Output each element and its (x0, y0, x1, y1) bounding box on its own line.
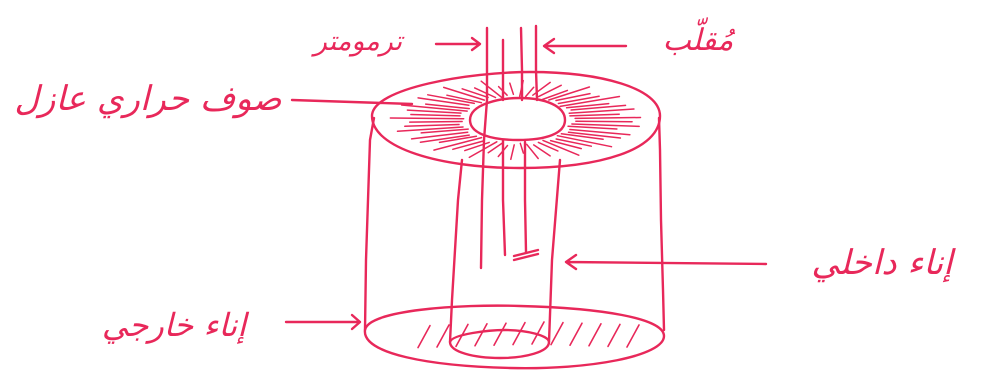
wool-hatch-stroke (558, 96, 599, 103)
thermometer-inner-line (503, 140, 505, 255)
stirrer-pointer-arrow (544, 39, 626, 53)
thermometer-pointer-arrow (436, 38, 480, 50)
wool-hatch-stroke (576, 121, 632, 122)
bottom-hatch-stroke (608, 324, 620, 346)
wool-hatch-stroke (465, 142, 489, 150)
bottom-hatch-stroke (551, 323, 563, 345)
thermometer-label: ترمومتر (311, 26, 405, 57)
wool-hatch-stroke (407, 110, 461, 113)
stirrer-lower-rod (525, 142, 526, 252)
outer-vessel-pointer-arrow (286, 315, 360, 329)
bottom-hatch-stroke (589, 324, 601, 346)
outer-vessel-label: إناء خارجي (102, 306, 249, 344)
bottom-hatch-stroke (475, 324, 487, 346)
inner-vessel-label: إناء داخلي (811, 243, 956, 283)
wool-hatch-stroke (570, 114, 619, 116)
outer-vessel-top-ellipse (372, 72, 660, 168)
stirrer-label: مُقلّب (663, 16, 736, 58)
wool-hatch-stroke (572, 124, 639, 126)
wool-hatch-stroke (511, 145, 514, 159)
outer-vessel-left-wall (365, 118, 374, 330)
wool-hatch-stroke (556, 139, 591, 146)
wool-pointer-line (292, 100, 412, 104)
wool-hatch-stroke (539, 85, 562, 96)
wool-hatch-stroke (412, 132, 468, 139)
wool-hatch-stroke (520, 143, 523, 153)
bottom-hatch-stroke (627, 325, 639, 347)
wool-hatch-stroke (405, 125, 459, 127)
thermometer (481, 28, 505, 268)
bottom-hatch-stroke (570, 323, 582, 345)
inner-vessel-pointer-arrow (566, 255, 766, 269)
bottom-hatch-stroke (494, 323, 506, 345)
wool-hatch-stroke (510, 83, 514, 94)
stirrer-rod-right (536, 26, 537, 100)
insulating-wool-hatching (390, 81, 640, 160)
insulating-wool-label: صوف حراري عازل (14, 79, 281, 119)
bottom-hatch-stroke (418, 326, 430, 348)
outer-vessel-bottom-ellipse (365, 306, 664, 369)
wool-hatch-stroke (568, 126, 617, 129)
bottom-hatch-stroke (513, 323, 525, 345)
outer-vessel (365, 72, 664, 368)
wool-hatch-stroke (390, 118, 463, 119)
outer-vessel-right-wall (659, 118, 664, 330)
wool-hatch-stroke (488, 143, 502, 153)
wool-hatch-stroke (575, 118, 640, 119)
bottom-hatch-stroke (437, 325, 449, 347)
stirrer-rod-left (521, 28, 522, 100)
stirrer (514, 26, 538, 260)
wool-hatch-stroke (551, 141, 582, 149)
wool-hatch-stroke (411, 115, 460, 116)
inner-vessel-right-wall (549, 160, 560, 342)
inner-vessel-left-wall (450, 160, 462, 342)
wool-hatch-stroke (410, 122, 462, 123)
